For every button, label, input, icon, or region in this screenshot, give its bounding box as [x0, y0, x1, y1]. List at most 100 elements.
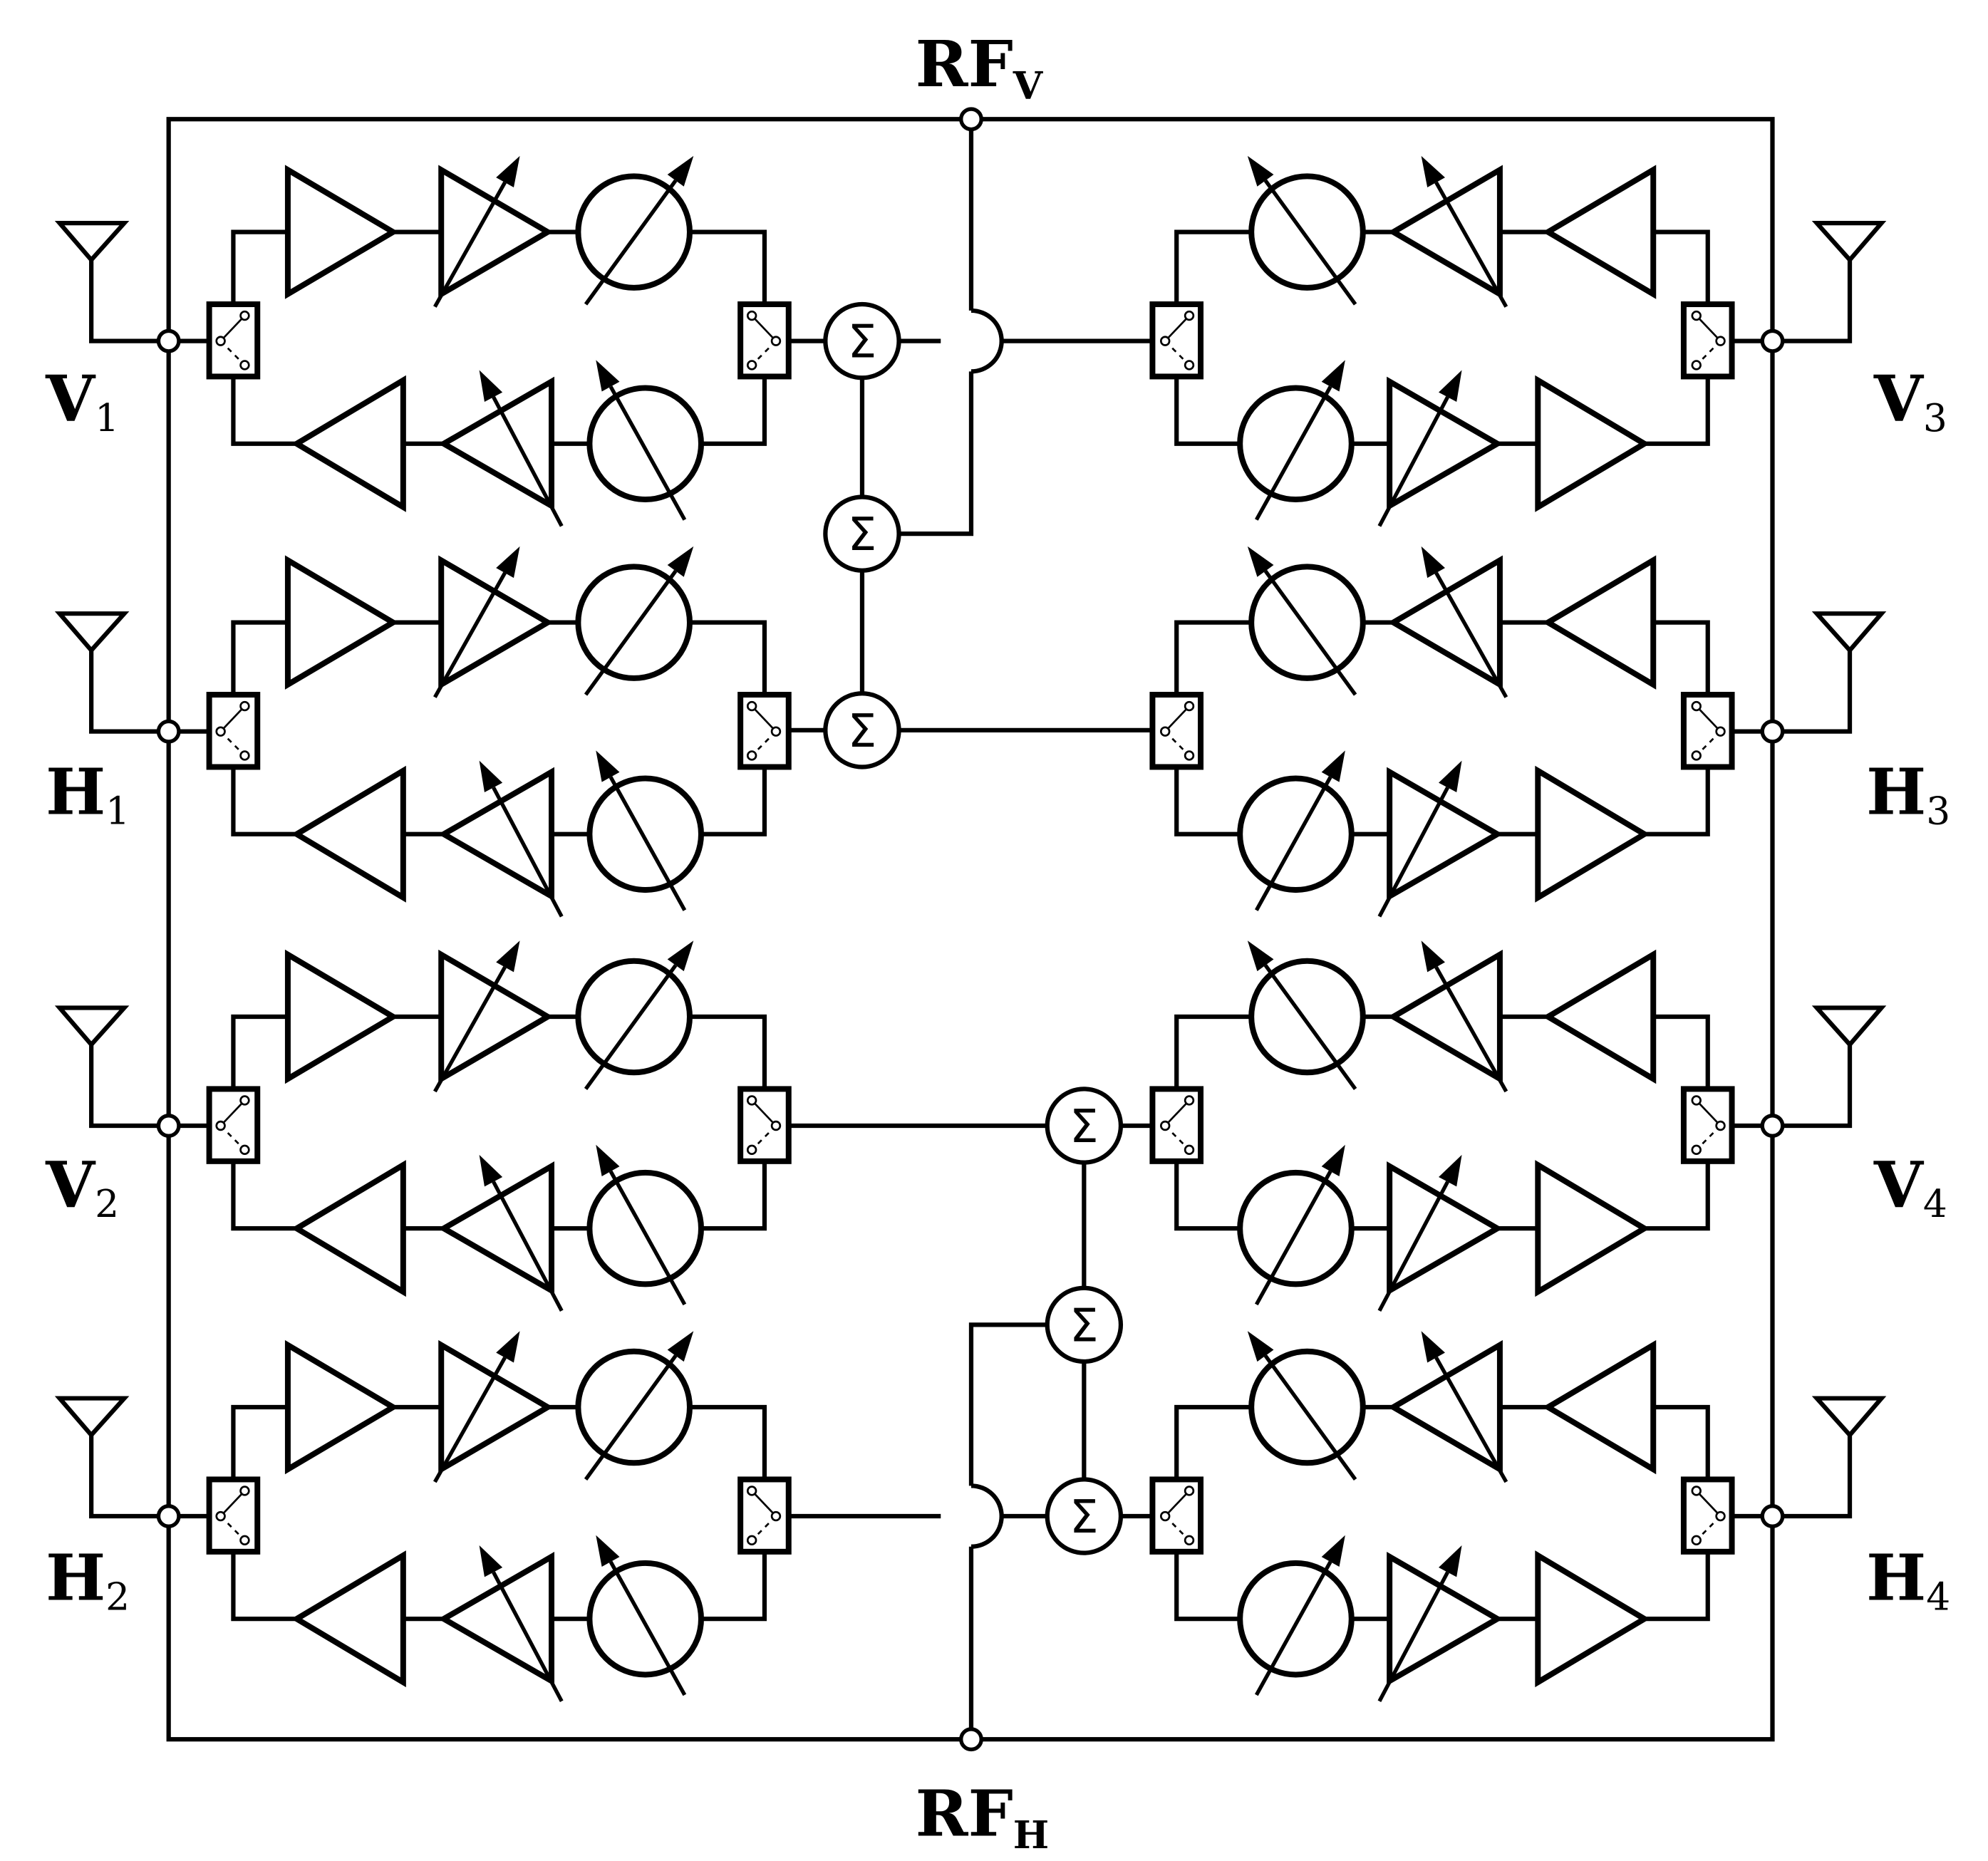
combiner-circle: [1045, 1285, 1124, 1364]
tr-switch-inner: [737, 692, 792, 770]
port-label-v1: V1: [45, 361, 119, 440]
arrow-shaft: [1377, 1571, 1449, 1703]
arrow-shaft: [1254, 1560, 1332, 1696]
switch-contact: [1715, 336, 1726, 346]
rf-v-label: RFV: [916, 26, 1044, 108]
wire: [1174, 620, 1251, 695]
arrow-head-icon: [496, 1331, 520, 1363]
phase-shifter-icon: [586, 1560, 704, 1678]
combiner-circle: [823, 301, 901, 380]
phase-control-arrow: [1247, 155, 1357, 306]
gain-control-arrow: [479, 760, 564, 918]
port-node: [1760, 1504, 1785, 1528]
arrow-head-icon: [596, 1144, 620, 1176]
arrow-head-icon: [479, 1545, 503, 1577]
port-label-h1: H1: [46, 754, 130, 833]
phase-control-arrow: [1254, 1535, 1345, 1696]
gain-control-arrow: [479, 370, 564, 527]
phase-shifter-icon: [1248, 564, 1366, 681]
antenna-feed: [89, 1435, 169, 1519]
variable-gain-amplifier-icon: [438, 555, 554, 690]
sigma-icon: Σ: [1070, 1101, 1098, 1154]
sigma-icon: Σ: [848, 316, 876, 369]
channel-right-2: [1149, 546, 1887, 918]
wire: [231, 1014, 288, 1089]
arrow-head-icon: [496, 155, 520, 188]
gain-control-arrow: [1421, 1331, 1508, 1483]
variable-gain-amplifier-icon: [438, 1339, 554, 1475]
channel-left-4: [54, 1331, 792, 1703]
amplifier-icon: [291, 1160, 406, 1297]
port-node: [156, 1114, 181, 1138]
arrow-shaft: [609, 776, 687, 911]
variable-gain-amplifier-icon: [438, 1161, 555, 1296]
arrow-shaft: [433, 966, 507, 1093]
amplifier-icon: [291, 765, 406, 903]
switch-contact: [746, 1486, 757, 1496]
switch-contact: [239, 1144, 250, 1156]
arrow-head-icon: [1247, 155, 1274, 187]
arrow-shaft: [584, 1354, 678, 1481]
amplifier-icon: [1535, 1160, 1650, 1297]
antenna-icon: [54, 1396, 130, 1438]
antenna-feed: [89, 1044, 169, 1129]
right-channels: [1149, 155, 1887, 1703]
wire: [231, 1404, 288, 1480]
port-node: [156, 1504, 181, 1528]
arrow-shaft: [433, 571, 507, 698]
arrow-shaft: [1434, 966, 1508, 1093]
amplifier-icon: [1535, 765, 1650, 903]
antenna-icon: [54, 221, 130, 264]
sigma-icon: Σ: [848, 509, 876, 561]
wire: [1174, 1404, 1251, 1480]
arrow-shaft: [433, 181, 507, 308]
arrow-shaft: [1377, 787, 1449, 918]
arrow-shaft: [1434, 571, 1508, 698]
amplifier-icon: [1542, 165, 1657, 299]
amplifier-icon: [1535, 375, 1650, 512]
arrow-head-icon: [1439, 370, 1462, 402]
phase-shifter-icon: [1248, 1348, 1366, 1466]
arrow-shaft: [1254, 776, 1332, 911]
amplifier-icon: [1542, 1339, 1657, 1475]
arrow-head-icon: [479, 760, 503, 792]
arrow-shaft: [1434, 181, 1508, 308]
arrow-shaft: [609, 1170, 687, 1306]
arrow-head-icon: [479, 1154, 503, 1187]
switch-contact: [746, 1095, 757, 1106]
gain-control-arrow: [433, 940, 520, 1093]
channel-left-1: [54, 155, 792, 527]
arrow-shaft: [609, 385, 687, 521]
switch-contact: [1691, 1486, 1702, 1496]
gain-control-arrow: [1377, 370, 1462, 527]
switch-contact: [239, 750, 250, 761]
arrow-shaft: [1254, 1170, 1332, 1306]
switch-contact: [746, 700, 757, 712]
channel-right-4: [1149, 1331, 1887, 1703]
switch-arm: [1164, 315, 1190, 342]
wire: [968, 1322, 1047, 1486]
switch-contact: [746, 360, 757, 370]
switch-contact: [1184, 1535, 1195, 1546]
gain-control-arrow: [479, 1154, 564, 1312]
arrow-head-icon: [596, 750, 620, 782]
tr-switch-outer: [206, 301, 261, 380]
tr-switch-inner: [1149, 1086, 1204, 1164]
arrow-head-icon: [1321, 1535, 1345, 1567]
variable-gain-amplifier-icon: [1387, 1339, 1503, 1475]
wire: [231, 376, 297, 446]
arrow-shaft: [1263, 1354, 1357, 1481]
amplifier-icon: [291, 375, 406, 512]
switch-contact: [239, 310, 250, 321]
wire: [700, 376, 767, 446]
tr-switch-inner: [737, 301, 792, 380]
gain-control-arrow: [1421, 940, 1508, 1093]
switch-contact: [239, 360, 250, 370]
switch-contact: [1159, 1120, 1171, 1131]
phase-control-arrow: [584, 1331, 694, 1481]
antenna-icon: [1811, 221, 1887, 264]
wire: [1644, 767, 1710, 836]
switch-contact: [215, 336, 226, 346]
phase-shifter-icon: [1237, 1560, 1355, 1678]
